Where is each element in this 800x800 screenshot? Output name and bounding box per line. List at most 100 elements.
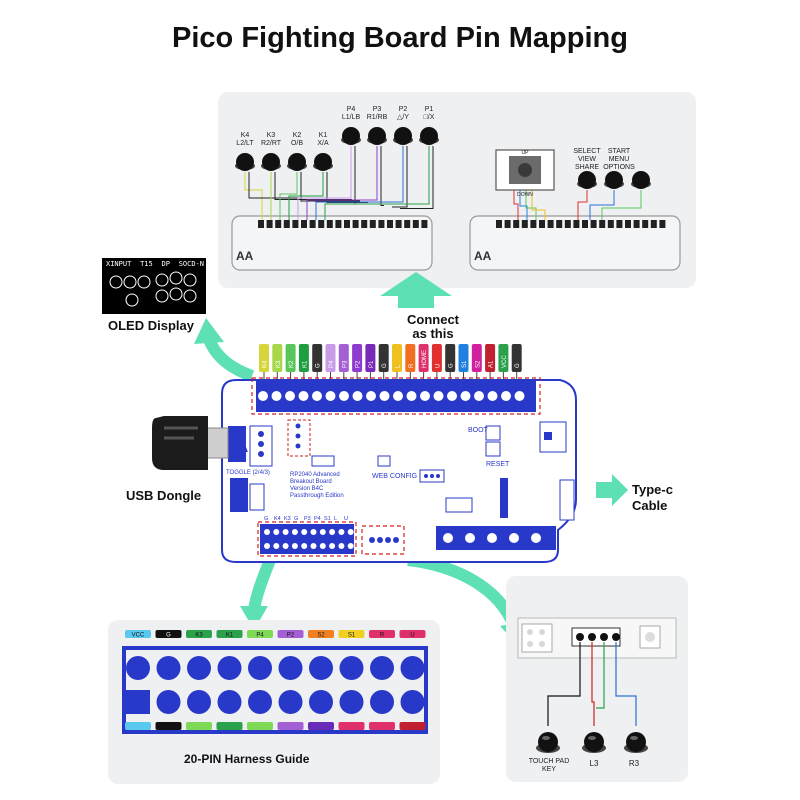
harness-top-label: P2 — [287, 633, 295, 639]
top-panel-pin — [412, 220, 419, 228]
board-pin-tag — [471, 344, 482, 372]
terminal-screw — [298, 391, 309, 401]
harness-pin — [309, 690, 333, 714]
top-panel-pin — [326, 220, 333, 228]
terminal-screw — [393, 391, 403, 401]
terminal-screw — [312, 391, 322, 401]
harness-bottom-wire — [308, 722, 334, 730]
top-ground-wire — [380, 146, 384, 206]
harness-top-tag — [308, 630, 334, 638]
button-alt: X/A — [317, 140, 329, 147]
silk-line-3: Version B4C — [290, 486, 324, 492]
top-panel-pin — [599, 220, 606, 228]
board-pin-label: L — [396, 364, 402, 368]
terminal-screw — [379, 391, 390, 401]
joystick-down-label: DOWN — [517, 192, 533, 198]
bottom-pin-label: P3 — [304, 516, 311, 522]
top-panel-pin — [258, 220, 264, 228]
harness-pin — [400, 656, 425, 680]
top-panel-pin — [642, 220, 649, 228]
button-id: P2 — [398, 106, 408, 113]
button-alt: O/B — [290, 140, 304, 147]
board-pin-label: G — [515, 363, 521, 368]
arcade-button-icon — [394, 127, 412, 145]
top-panel-pin — [573, 220, 580, 228]
button-id: P1 — [424, 106, 434, 113]
harness-pin — [187, 690, 211, 714]
board-pin-tag — [285, 344, 296, 372]
harness-bottom-wire — [186, 722, 212, 730]
arcade-button-icon — [538, 732, 558, 752]
button-label-p1: P1□/X — [416, 106, 442, 122]
board-pin-label: G — [316, 363, 322, 368]
top-panel-pin — [275, 220, 282, 228]
top-ground-wire — [400, 146, 434, 209]
bottom-terminal-pin — [338, 543, 345, 549]
board-pin-tag — [392, 344, 402, 372]
board-pin-label: A1 — [489, 360, 495, 368]
top-wire — [288, 172, 324, 220]
board-pin-label: K4 — [263, 360, 269, 368]
harness-label: 20-PIN Harness Guide — [184, 752, 310, 766]
top-panel-pin — [539, 220, 545, 228]
top-panel-pin — [530, 220, 537, 228]
bottom-terminal-pin — [273, 529, 280, 535]
boot-label: BOOT — [468, 427, 489, 434]
top-panel-pin — [590, 220, 597, 228]
top-panel-pin — [301, 220, 307, 228]
button-alt: L1/LB — [341, 114, 361, 121]
bottom-terminal-pin — [319, 543, 326, 549]
harness-top-tag — [247, 630, 273, 638]
connect-label: Connect as this — [407, 312, 459, 341]
top-wire — [297, 146, 352, 220]
terminal-screw — [366, 391, 376, 401]
harness-top-tag — [186, 630, 212, 638]
board-pin-label: K3 — [276, 360, 282, 368]
top-panel-pin — [309, 220, 316, 228]
arcade-button-icon — [584, 732, 604, 752]
top-panel-pin — [266, 220, 273, 228]
board-pin-tag — [498, 344, 509, 372]
button-highlight — [588, 736, 596, 740]
arcade-button-icon — [578, 171, 596, 189]
harness-pin — [339, 690, 364, 714]
board-pin-label: R — [409, 363, 415, 368]
terminal-screw — [271, 391, 282, 401]
top-panel-pin — [625, 220, 631, 228]
harness-top-label: S1 — [348, 633, 356, 639]
button-id: START — [607, 148, 631, 155]
bottom-terminal-pin — [264, 529, 270, 535]
joystick-wire — [513, 190, 519, 220]
board-pin-label: K1 — [302, 360, 308, 368]
joystick-up-label: UP — [522, 150, 530, 156]
terminal-screw — [406, 391, 417, 401]
arcade-button-icon — [288, 153, 306, 171]
board-pin-tag — [445, 344, 456, 372]
harness-bottom-wire — [155, 722, 182, 730]
board-pin-label: U — [435, 364, 441, 368]
board-pin-tag — [511, 344, 522, 372]
button-alt: △/Y — [397, 114, 409, 121]
board-pin-label: G — [382, 363, 388, 368]
top-panel-pin — [335, 220, 342, 228]
top-ground-wire — [300, 172, 360, 202]
arcade-button-icon — [632, 171, 650, 189]
arcade-button-icon — [262, 153, 280, 171]
button-alt: MENU — [608, 156, 630, 163]
bottom-terminal-pin — [347, 529, 354, 535]
board-pin-tag — [352, 344, 363, 372]
board-pin-tag — [458, 344, 469, 372]
harness-top-tag — [338, 630, 365, 638]
top-panel-pin — [564, 220, 571, 228]
top-panel-pin — [292, 220, 299, 228]
button-label-p2: P2△/Y — [390, 106, 416, 122]
arcade-button-icon — [368, 127, 386, 145]
arcade-button-icon — [314, 153, 332, 171]
typec-label: Type-c Cable — [632, 482, 673, 513]
harness-top-tag — [369, 630, 395, 638]
oled-display: XINPUT T15 DP SOCD-N — [102, 258, 206, 314]
